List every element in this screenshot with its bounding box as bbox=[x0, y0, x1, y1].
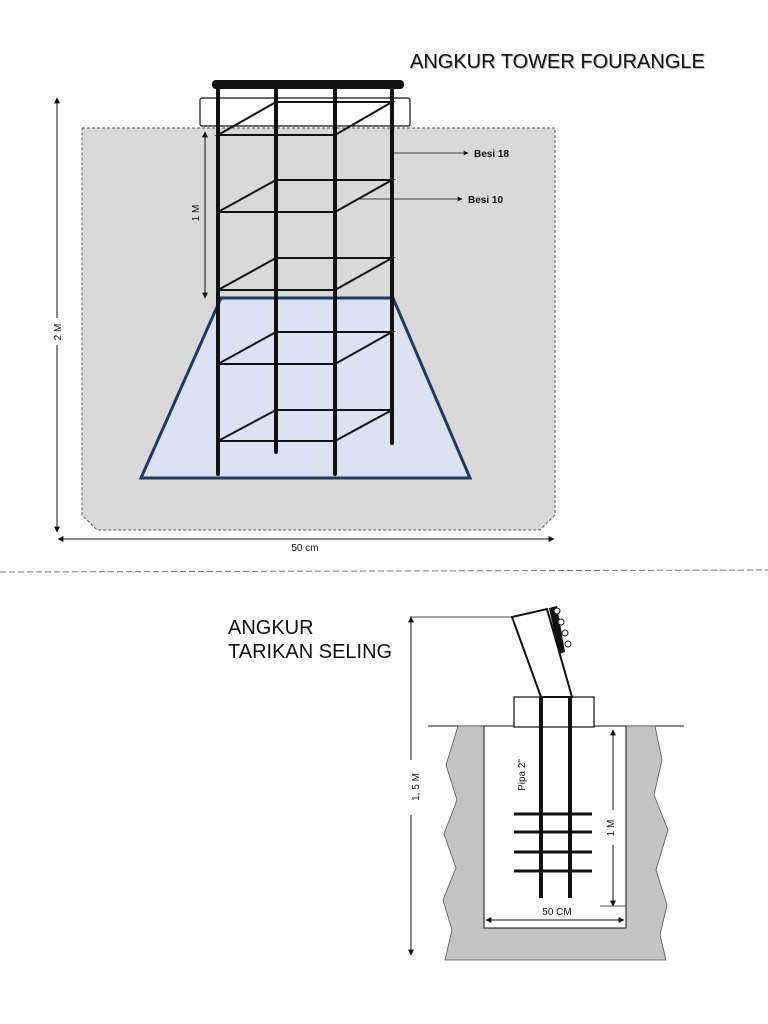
stirrup bbox=[217, 331, 396, 365]
besi-18-label: Besi 18 bbox=[474, 149, 509, 160]
anchor-cross-bars bbox=[514, 812, 592, 873]
anchor-rods bbox=[539, 697, 572, 898]
section-divider bbox=[0, 569, 768, 573]
dimension-50cm-label: 50 cm bbox=[291, 543, 318, 554]
clip bbox=[553, 607, 561, 615]
cable-anchor-title-line2: TARIKAN SELING bbox=[228, 641, 392, 663]
dimension-50cm-bottom-label: 50 CM bbox=[542, 907, 571, 918]
clip bbox=[564, 640, 572, 648]
stirrup bbox=[217, 179, 396, 213]
tower-anchor-title-shadow: ANGKUR TOWER FOURANGLE bbox=[411, 52, 706, 74]
top-cap-plate bbox=[199, 97, 411, 127]
stirrup bbox=[217, 257, 396, 291]
tower-anchor-diagram: ANGKUR TOWER FOURANGLE ANGKUR TOWER FOUR… bbox=[53, 51, 706, 554]
dimension-2m-label: 2 M bbox=[53, 324, 64, 341]
anchor-pit bbox=[483, 725, 627, 929]
stirrup bbox=[217, 409, 393, 442]
cable-anchor-title-line1: ANGKUR bbox=[228, 617, 314, 639]
tower-anchor-title: ANGKUR TOWER FOURANGLE bbox=[410, 51, 705, 73]
clip bbox=[561, 629, 569, 637]
besi-10-label: Besi 10 bbox=[468, 195, 503, 206]
cable-anchor-diagram: ANGKUR TARIKAN SELING bbox=[228, 606, 684, 961]
top-flat-bar bbox=[212, 80, 404, 89]
cable-clips bbox=[553, 607, 572, 648]
stirrups bbox=[214, 101, 396, 442]
cable-clamp bbox=[549, 606, 565, 654]
dimension-1-5m-label: 1, 5 M bbox=[411, 773, 422, 801]
dimension-1m-bottom-label: 1 M bbox=[606, 820, 617, 837]
clip bbox=[557, 618, 565, 626]
stirrup bbox=[214, 101, 396, 136]
dimension-1m-label: 1 M bbox=[191, 205, 202, 222]
pipe-cap-block bbox=[513, 696, 595, 728]
leader-lines bbox=[360, 150, 469, 202]
pipe-label: Pipa 2" bbox=[517, 759, 528, 791]
